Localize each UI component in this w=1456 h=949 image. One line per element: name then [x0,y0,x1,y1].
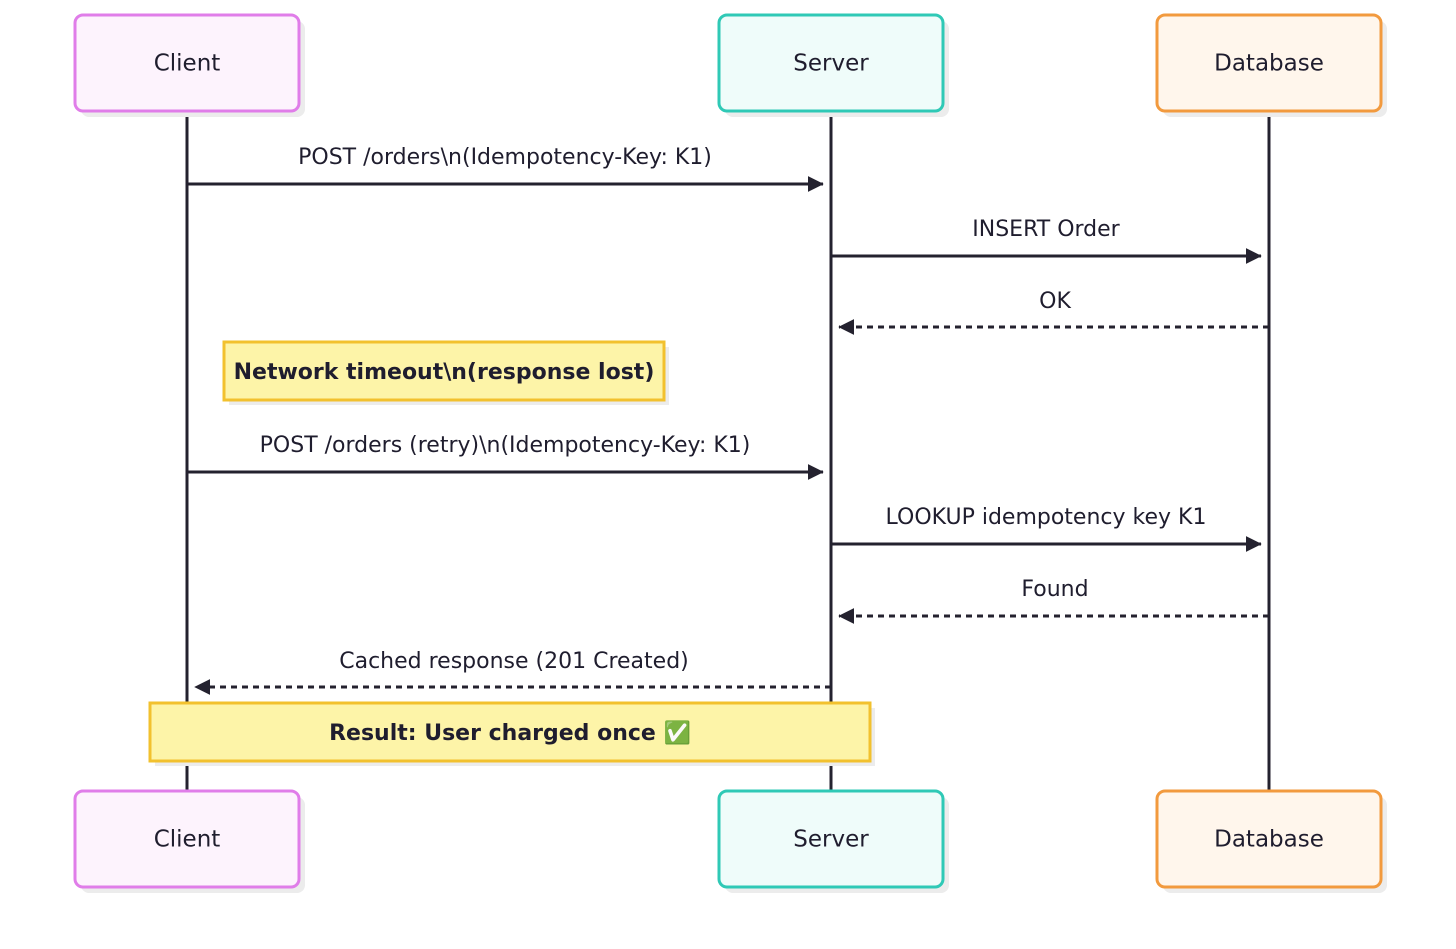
participant-client-top: Client [73,13,305,117]
message-label: Found [1021,577,1088,602]
participant-server-label: Server [793,51,869,77]
message-label: INSERT Order [972,217,1120,242]
note-label: Result: User charged once ✅ [329,720,691,746]
note-label: Network timeout\n(response lost) [234,360,655,385]
message-label: POST /orders\n(Idempotency-Key: K1) [298,145,712,170]
note-network-timeout: Network timeout\n(response lost) [222,340,669,405]
participant-server-top: Server [717,13,949,117]
participant-database-top: Database [1155,13,1387,117]
participant-database-bottom: Database [1155,789,1387,893]
participant-database-label: Database [1214,51,1324,77]
participant-database-label: Database [1214,827,1324,853]
message-label: POST /orders (retry)\n(Idempotency-Key: … [260,433,751,458]
message-label: OK [1039,289,1071,314]
participant-client-label: Client [154,51,221,77]
note-result: Result: User charged once ✅ [148,701,875,766]
message-label: Cached response (201 Created) [339,649,689,674]
participant-client-label: Client [154,827,221,853]
message-label: LOOKUP idempotency key K1 [886,505,1207,530]
participant-client-bottom: Client [73,789,305,893]
participant-server-bottom: Server [717,789,949,893]
participant-server-label: Server [793,827,869,853]
